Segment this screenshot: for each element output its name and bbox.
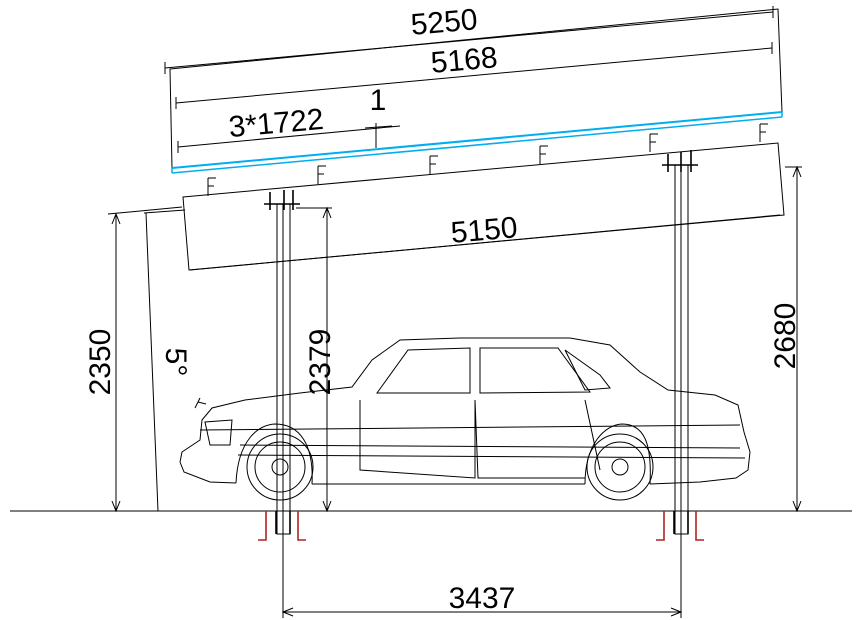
support-beam	[182, 142, 785, 271]
car-outline	[179, 337, 751, 501]
dimension-label-2680: 2680	[769, 303, 802, 370]
dimension-label-2379: 2379	[304, 329, 337, 396]
dimension-label-tilt-angle: 5°	[159, 348, 192, 377]
rear-column	[662, 150, 698, 535]
dimension-tilt-angle: 5°	[143, 209, 192, 512]
dimension-label-5168: 5168	[429, 41, 498, 80]
front-anchor	[258, 511, 306, 541]
dimension-2379: 2379	[296, 206, 337, 513]
dimension-label-module-spacing: 3*1722	[227, 103, 325, 144]
dimension-label-5250: 5250	[409, 3, 478, 42]
dimension-label-5150: 5150	[449, 211, 518, 250]
dimension-label-3437: 3437	[449, 582, 516, 615]
dimension-5250: 5250	[164, 3, 774, 74]
dimension-gap: 1	[364, 84, 393, 148]
dimension-5168: 5168	[175, 41, 773, 109]
module-clamps	[207, 123, 768, 196]
dimension-label-2350: 2350	[84, 329, 117, 396]
panel-glass-edge	[171, 111, 783, 169]
dimension-2680: 2680	[769, 165, 802, 513]
rear-anchor	[656, 511, 704, 541]
solar-panel-array	[169, 8, 783, 174]
dimension-3437: 3437	[281, 534, 683, 618]
front-column	[264, 190, 300, 535]
dimension-5150: 5150	[189, 211, 781, 271]
dimension-2350: 2350	[84, 206, 183, 513]
dimension-label-gap: 1	[370, 84, 387, 117]
